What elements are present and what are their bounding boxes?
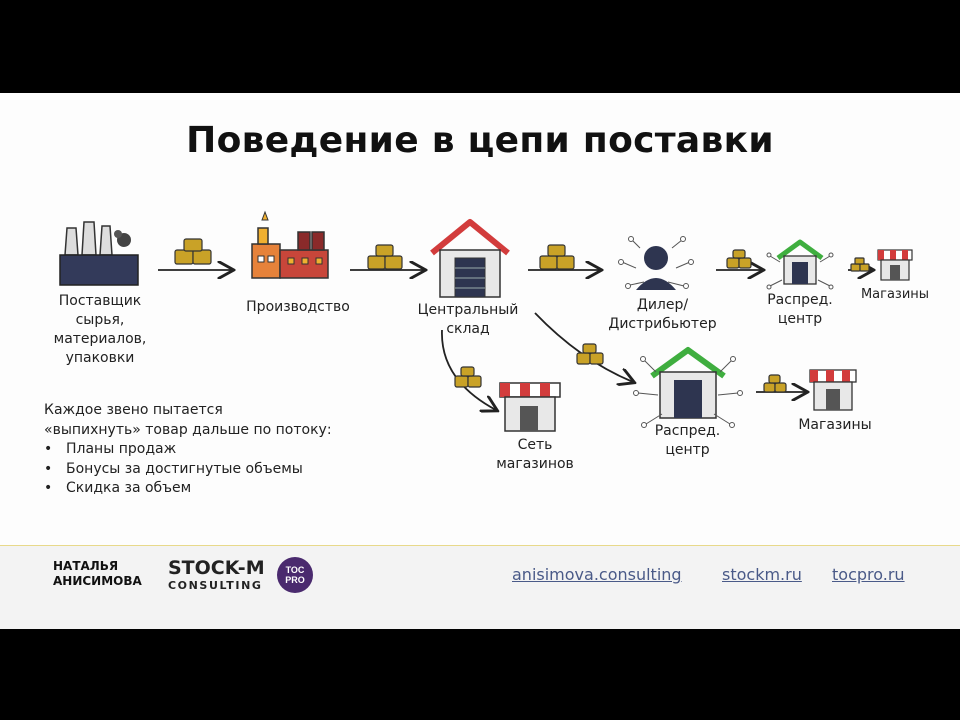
- distribution-center-bottom-icon: [633, 347, 743, 428]
- factory-icon: [59, 221, 139, 286]
- page-title: Поведение в цепи поставки: [186, 120, 774, 161]
- store-chain-icon: [499, 382, 561, 432]
- note-bullets: Планы продаж Бонусы за достигнутые объем…: [44, 440, 332, 499]
- footer: [0, 545, 960, 629]
- label-shops-bottom: Магазины: [798, 417, 872, 433]
- link-anisimova[interactable]: anisimova.consulting: [512, 565, 682, 584]
- note-bullet: Планы продаж: [44, 440, 332, 460]
- slide: [0, 93, 960, 628]
- brand-stockm-logo: STOCK-M CONSULTING: [168, 557, 265, 593]
- note-bullet: Бонусы за достигнутые объемы: [44, 460, 332, 480]
- dealer-icon: [618, 236, 694, 290]
- note-bullet: Скидка за объем: [44, 479, 332, 499]
- distribution-center-top-icon: [766, 239, 834, 290]
- warehouse-icon: [430, 219, 510, 298]
- label-dealer: Дилер/Дистрибьютер: [608, 297, 717, 332]
- label-distribution-center-top: Распред.центр: [767, 292, 833, 327]
- link-tocpro[interactable]: tocpro.ru: [832, 565, 905, 584]
- goods-boxes: [174, 238, 870, 393]
- production-icon: [251, 210, 329, 279]
- link-stockm[interactable]: stockm.ru: [722, 565, 802, 584]
- shop-top-icon: [877, 249, 913, 281]
- note-text: Каждое звено пытается «выпихнуть» товар …: [44, 401, 332, 499]
- label-production: Производство: [246, 299, 350, 315]
- shop-bottom-icon: [809, 369, 857, 411]
- label-shops-top: Магазины: [860, 287, 930, 302]
- label-distribution-center-bottom: Распред.центр: [654, 423, 721, 458]
